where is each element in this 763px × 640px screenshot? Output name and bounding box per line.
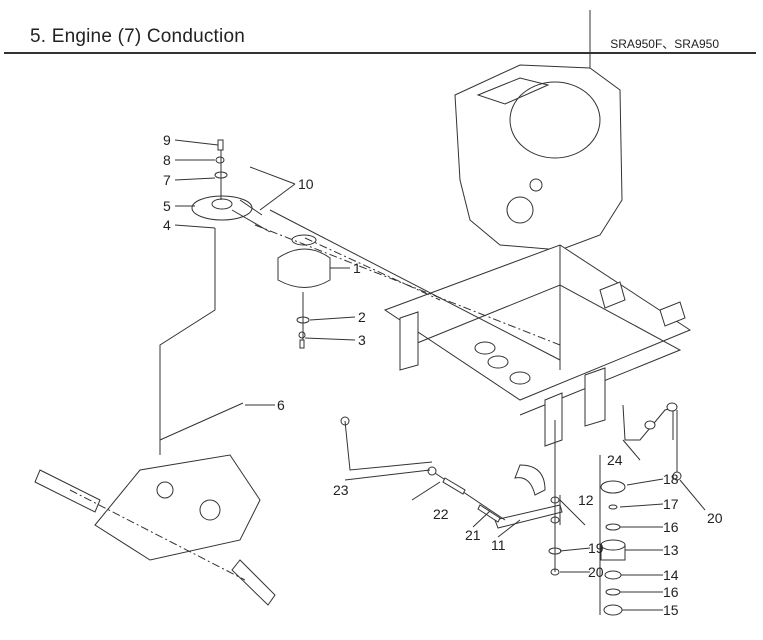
leader-lines <box>174 139 706 611</box>
assembly-lines <box>69 209 561 581</box>
callout-15: 15 <box>663 602 679 618</box>
callout-18: 18 <box>663 471 679 487</box>
tension-arm <box>340 416 563 576</box>
callout-16-lower: 16 <box>663 584 679 600</box>
callout-23: 23 <box>333 482 349 498</box>
callout-5: 5 <box>163 198 171 214</box>
callout-19: 19 <box>588 540 604 556</box>
callout-13: 13 <box>663 542 679 558</box>
header-rule <box>4 52 756 54</box>
model-code: SRA950F、SRA950 <box>610 37 719 51</box>
callout-1: 1 <box>353 260 361 276</box>
frame <box>383 244 692 447</box>
callout-9: 9 <box>163 132 171 148</box>
bracket-24 <box>622 402 678 441</box>
page-title: 5. Engine (7) Conduction <box>30 26 245 47</box>
callout-16-upper: 16 <box>663 519 679 535</box>
callout-10: 10 <box>298 176 314 192</box>
callout-4: 4 <box>163 217 171 233</box>
callout-17: 17 <box>663 496 679 512</box>
engine <box>454 10 623 251</box>
callout-21: 21 <box>465 527 481 543</box>
callout-2: 2 <box>358 309 366 325</box>
callout-6: 6 <box>277 397 285 413</box>
pulley-assembly <box>191 139 331 349</box>
callout-24: 24 <box>607 452 623 468</box>
callout-20-upper: 20 <box>707 510 723 526</box>
idler-stack <box>599 410 682 616</box>
callout-8: 8 <box>163 152 171 168</box>
callout-3: 3 <box>358 332 366 348</box>
callout-labels: 9 8 7 5 4 10 1 2 3 6 23 22 21 11 12 19 2… <box>163 132 723 618</box>
callout-12: 12 <box>578 492 594 508</box>
callout-7: 7 <box>163 172 171 188</box>
callout-14: 14 <box>663 567 679 583</box>
callout-20-lower: 20 <box>588 564 604 580</box>
transaxle <box>34 440 276 606</box>
callout-11: 11 <box>491 537 506 553</box>
callout-22: 22 <box>433 506 449 522</box>
